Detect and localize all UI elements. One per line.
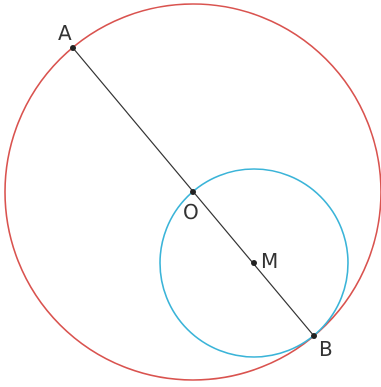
small-circle [159, 168, 349, 358]
point-m [251, 260, 257, 266]
label-m: M [261, 249, 278, 273]
label-o: O [183, 200, 199, 224]
point-b [311, 333, 317, 339]
large-circle [4, 3, 381, 381]
point-o [190, 189, 196, 195]
label-a: A [58, 21, 72, 45]
point-a [70, 45, 76, 51]
label-b: B [319, 337, 333, 361]
